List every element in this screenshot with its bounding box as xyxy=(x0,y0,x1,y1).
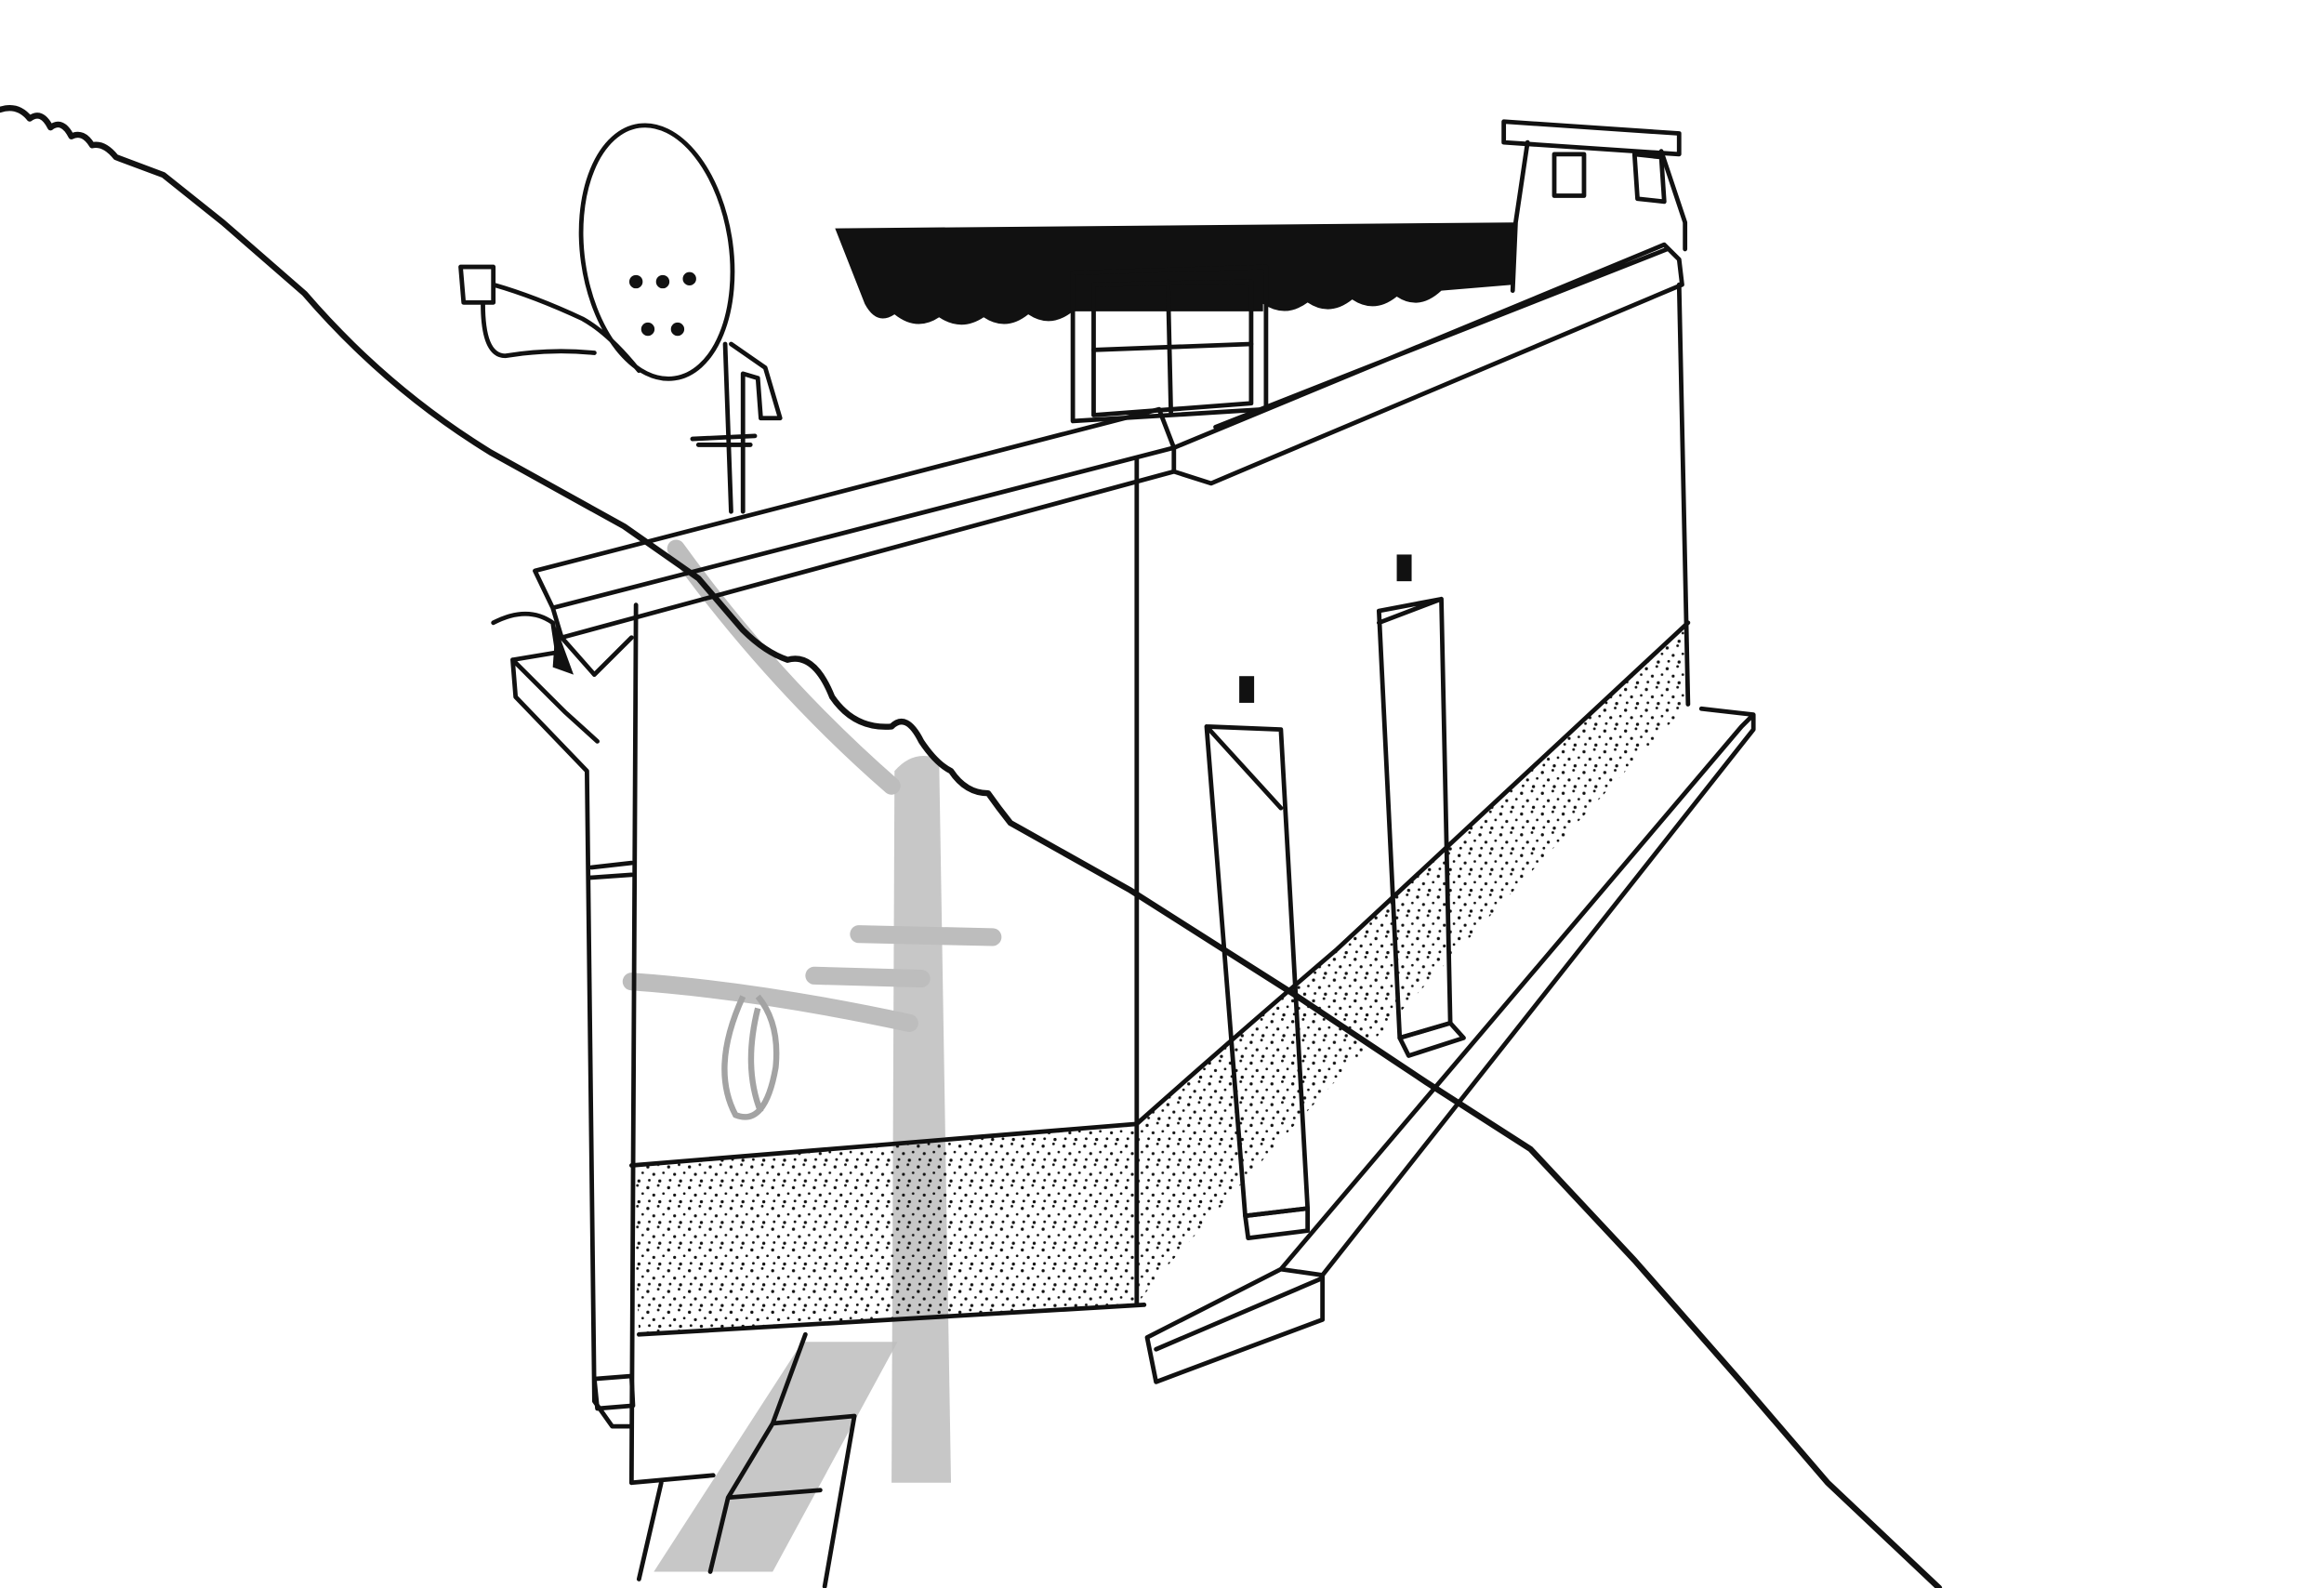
coil-shadow xyxy=(721,994,780,1120)
step-shadow xyxy=(654,1342,898,1572)
wall-vent xyxy=(1239,676,1255,703)
dish-bowl xyxy=(578,123,735,381)
left-plinth-top xyxy=(628,1121,1140,1168)
window-mullions xyxy=(1091,279,1254,415)
base-step xyxy=(1144,1266,1326,1384)
pilaster-edge-accent xyxy=(552,625,574,675)
pilaster-bases xyxy=(1243,1021,1466,1241)
chimney-vents xyxy=(1552,152,1667,205)
chimney-cap xyxy=(1501,119,1682,157)
power-cable xyxy=(0,105,1943,1588)
chimney xyxy=(1501,119,1688,293)
left-wall xyxy=(628,457,1140,1486)
dish-dot xyxy=(628,274,643,289)
dark-awning xyxy=(835,222,1516,325)
left-wall-plinth xyxy=(631,1123,1137,1335)
wire-shadow xyxy=(622,973,918,1032)
dish-dot xyxy=(670,322,685,337)
dish-dot xyxy=(655,274,670,289)
dish-dot xyxy=(640,322,655,337)
dish-dot xyxy=(682,271,696,285)
ground-edge xyxy=(1278,706,1756,1277)
right-wall-edge xyxy=(1676,282,1691,707)
dish-arm xyxy=(458,264,641,374)
right-wall-plinth xyxy=(1136,622,1688,1305)
roof-cornice-right xyxy=(1171,242,1684,486)
right-plinth-top xyxy=(1134,620,1691,1127)
satellite-dish xyxy=(458,123,783,514)
crossbar-shadow xyxy=(805,925,1002,988)
main-building xyxy=(491,242,1756,1588)
building-outlines xyxy=(491,242,1756,1588)
drainpipe xyxy=(491,611,636,1429)
dish-mount xyxy=(690,341,783,514)
window-frame-inner xyxy=(1091,279,1254,417)
left-plinth-bottom xyxy=(636,1303,1147,1337)
wall-vent xyxy=(1396,554,1412,582)
chimney-body xyxy=(1510,139,1688,293)
steps xyxy=(628,1331,857,1588)
